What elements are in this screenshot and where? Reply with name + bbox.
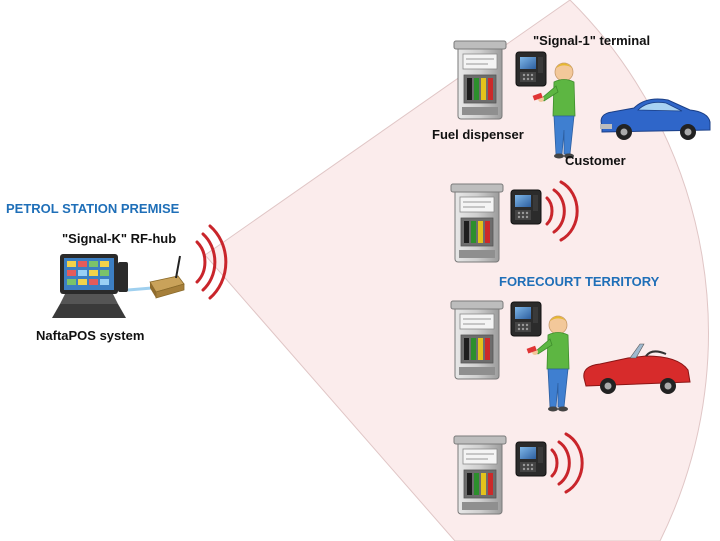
car-icon — [600, 98, 711, 140]
terminal-signal-waves — [545, 180, 579, 242]
terminal-signal-waves — [550, 432, 584, 494]
fuel-dispenser-icon — [450, 300, 504, 380]
payment-terminal-icon — [515, 51, 547, 87]
payment-terminal-icon — [515, 441, 547, 477]
fuel-dispenser-icon — [453, 435, 507, 515]
payment-terminal-icon — [510, 189, 542, 225]
fuel-dispenser-icon — [453, 40, 507, 120]
rf-hub-label: "Signal-K" RF-hub — [62, 231, 177, 246]
pos-hub-cable — [127, 286, 153, 292]
coverage-sector — [204, 0, 709, 541]
fuel-dispenser-icon — [450, 183, 504, 263]
premise-label: PETROL STATION PREMISE — [6, 201, 180, 216]
pos-terminal-icon — [52, 254, 128, 318]
hub-signal-waves — [195, 224, 228, 300]
pos-system-label: NaftaPOS system — [36, 328, 145, 343]
forecourt-label: FORECOURT TERRITORY — [499, 274, 660, 289]
customer-label: Customer — [565, 153, 626, 168]
rf-hub-icon — [149, 255, 185, 299]
fuel-dispenser-label: Fuel dispenser — [432, 127, 524, 142]
terminal-label: "Signal-1" terminal — [533, 33, 651, 48]
payment-terminal-icon — [510, 301, 542, 337]
car-icon — [583, 343, 691, 394]
